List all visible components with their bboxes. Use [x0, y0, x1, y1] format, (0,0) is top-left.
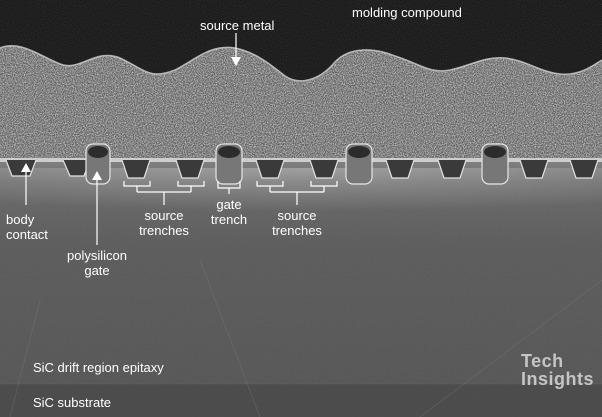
label-drift-region: SiC drift region epitaxy — [33, 360, 164, 375]
label-source-trenches-right-line1: source — [277, 208, 317, 223]
label-body-contact-line1: body — [6, 212, 35, 227]
label-polysilicon-gate-line1: polysilicon — [67, 248, 127, 263]
logo-line2: Insights — [521, 369, 595, 389]
label-source-trenches-left: source trenches — [130, 208, 198, 238]
label-gate-trench: gate trench — [206, 197, 252, 227]
logo-line1: Tech — [521, 351, 564, 371]
label-molding-compound: molding compound — [352, 5, 462, 20]
label-polysilicon-gate: polysilicon gate — [62, 248, 132, 278]
label-substrate: SiC substrate — [33, 395, 112, 410]
label-body-contact-line2: contact — [6, 227, 48, 242]
techinsights-logo: Tech Insights — [521, 352, 601, 388]
label-gate-trench-line1: gate — [216, 197, 242, 212]
label-source-metal: source metal — [200, 18, 275, 33]
label-body-contact: body contact — [6, 212, 48, 242]
label-gate-trench-line2: trench — [210, 212, 248, 227]
label-source-trenches-left-line2: trenches — [139, 223, 189, 238]
label-polysilicon-gate-line2: gate — [84, 263, 110, 278]
label-source-trenches-right-line2: trenches — [272, 223, 322, 238]
label-source-trenches-left-line1: source — [144, 208, 184, 223]
label-source-trenches-right: source trenches — [263, 208, 331, 238]
